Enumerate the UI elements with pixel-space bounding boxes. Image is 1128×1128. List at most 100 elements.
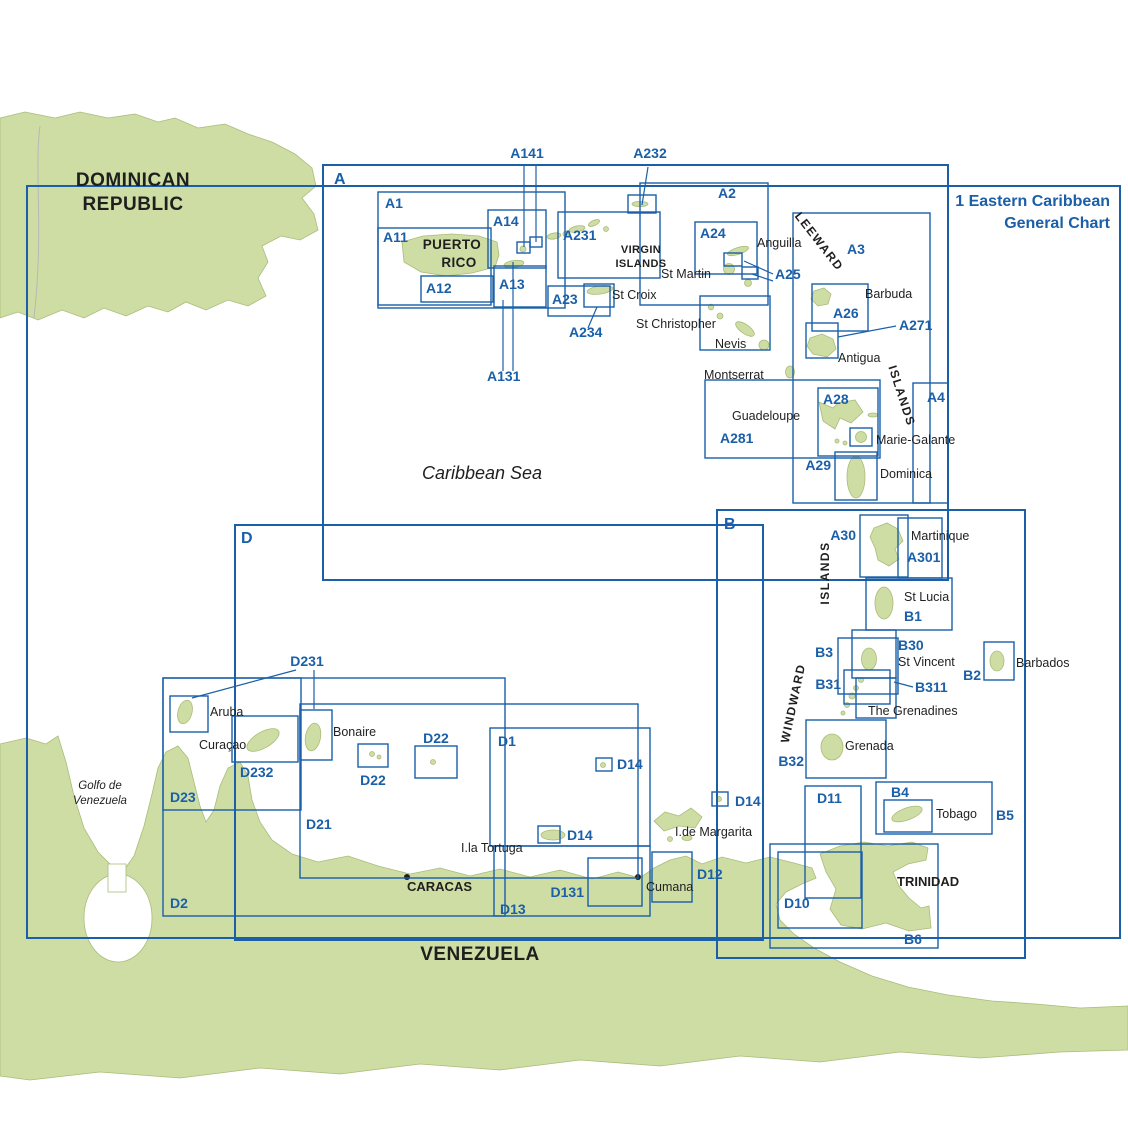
label-bonaire: Bonaire <box>333 725 376 739</box>
label-b32: B32 <box>778 753 804 769</box>
chart-box-A301 <box>897 517 943 579</box>
island-aruba <box>177 699 193 725</box>
island-shape <box>588 219 600 227</box>
chart-box-A4 <box>912 382 949 504</box>
label-st-vincent: St Vincent <box>898 655 955 669</box>
island-shape <box>834 438 840 444</box>
label-republic: REPUBLIC <box>82 194 183 215</box>
chart-box-A2 <box>639 182 769 306</box>
label-venezuela: Venezuela <box>73 795 127 807</box>
chart-box-D14-a <box>595 757 613 772</box>
label-antigua: Antigua <box>838 351 880 365</box>
chart-box-B1 <box>865 577 953 631</box>
label-dominica: Dominica <box>880 467 932 481</box>
label-montserrat: Montserrat <box>704 368 764 382</box>
chart-box-A281 <box>704 379 881 459</box>
label-barbuda: Barbuda <box>865 287 912 301</box>
island-shape <box>844 702 850 708</box>
label-marie-galante: Marie-Galante <box>876 433 955 447</box>
label-b: B <box>724 516 736 533</box>
island-tortola <box>568 225 586 233</box>
label-anguilla: Anguilla <box>757 236 802 250</box>
chart-box-A28 <box>817 387 879 457</box>
chart-box-D1 <box>489 727 651 847</box>
island-tobago <box>891 805 923 823</box>
label-trinidad: TRINIDAD <box>897 874 959 889</box>
label-barbados: Barbados <box>1016 656 1070 670</box>
label-a: A <box>334 171 346 188</box>
label-d231: D231 <box>290 653 324 669</box>
chart-box-B31 <box>843 669 891 705</box>
chart-box-MarieGalante <box>849 427 873 447</box>
label-a23: A23 <box>552 291 578 307</box>
label-d21: D21 <box>306 816 332 832</box>
chart-box-D14-b <box>711 791 729 807</box>
island-shape <box>840 710 846 716</box>
label-b1: B1 <box>904 608 922 624</box>
chart-box-A271-t <box>805 322 839 359</box>
chart-box-D231-bonaire <box>299 709 333 761</box>
label-a12: A12 <box>426 280 452 296</box>
chart-box-D11 <box>804 785 862 899</box>
island-shape <box>376 754 382 760</box>
label-venezuela: VENEZUELA <box>420 944 540 965</box>
leader-line <box>751 273 774 282</box>
label-a29: A29 <box>805 457 831 473</box>
label-d14: D14 <box>735 793 761 809</box>
label-a301: A301 <box>907 549 941 565</box>
chart-box-B4 <box>883 799 933 833</box>
chart-box-A14 <box>487 209 547 269</box>
island-shape <box>681 835 693 841</box>
label-virgin: VIRGIN <box>621 244 661 256</box>
label-a3: A3 <box>847 241 865 257</box>
label-aruba: Aruba <box>210 705 243 719</box>
chart-box-B6 <box>769 843 939 949</box>
label-a25: A25 <box>775 266 801 282</box>
label-d11: D11 <box>817 790 842 806</box>
chart-box-D12 <box>651 851 693 903</box>
label-general-chart: General Chart <box>1004 215 1110 232</box>
land-hispaniola <box>0 111 319 321</box>
island-guadeloupe <box>818 399 864 430</box>
chart-box-A25-a <box>723 252 743 267</box>
label-caracas: CARACAS <box>407 879 472 894</box>
chart-box-B32 <box>805 719 887 779</box>
leader-line <box>587 306 598 329</box>
label-a30: A30 <box>830 527 856 543</box>
island-st-lucia <box>874 586 894 620</box>
label-a4: A4 <box>927 389 945 405</box>
label-d10: D10 <box>784 895 810 911</box>
chart-box-A232-t <box>627 194 657 214</box>
chart-box-A30 <box>859 514 909 578</box>
label-st-lucia: St Lucia <box>904 590 949 604</box>
island-puerto-rico <box>401 233 500 277</box>
island-shape <box>667 836 673 842</box>
chart-box-A24 <box>694 221 758 275</box>
chart-box-StKitts <box>699 295 771 351</box>
label-dominican: DOMINICAN <box>76 170 190 191</box>
island-marie-galante <box>855 431 867 443</box>
island-shape <box>716 312 724 320</box>
leader-lines-layer <box>191 166 914 709</box>
chart-box-A13 <box>493 265 547 308</box>
island-barbados <box>989 650 1005 672</box>
label-golfo-de: Golfo de <box>78 780 121 792</box>
label-1-eastern-caribbean: 1 Eastern Caribbean <box>955 193 1110 210</box>
lake-channel <box>107 863 127 893</box>
chart-box-D22-b <box>357 743 389 768</box>
label-b31: B31 <box>815 676 841 692</box>
island-shape <box>842 440 848 446</box>
label-b5: B5 <box>996 807 1014 823</box>
label-a234: A234 <box>569 324 603 340</box>
island-grenada <box>820 733 844 761</box>
leader-line <box>837 325 897 338</box>
island-st-martin <box>723 263 735 275</box>
label-st-christopher: St Christopher <box>636 317 716 331</box>
island-montserrat <box>785 365 795 379</box>
chart-box-A <box>322 164 949 581</box>
label-st-croix: St Croix <box>612 288 657 302</box>
chart-box-B5 <box>875 781 993 835</box>
chart-box-D2 <box>162 677 506 917</box>
label-a141: A141 <box>510 145 544 161</box>
